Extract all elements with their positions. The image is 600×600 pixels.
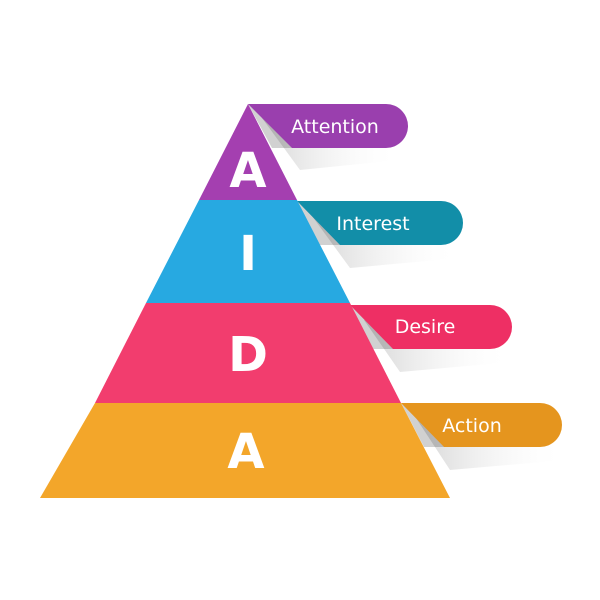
- attention-tab-fold: [248, 104, 292, 148]
- desire-segment: [95, 303, 401, 403]
- action-segment: [40, 403, 450, 498]
- attention-segment: [199, 104, 297, 200]
- interest-segment: [146, 200, 350, 303]
- action-label: Action: [442, 415, 502, 437]
- level-attention: A Attention: [199, 104, 408, 200]
- interest-tab: [297, 201, 463, 245]
- level-action: A Action: [40, 403, 566, 498]
- attention-letter: A: [229, 143, 266, 199]
- desire-tab: [350, 305, 512, 349]
- interest-tab-fold: [297, 201, 340, 245]
- level-interest: I Interest: [146, 200, 463, 303]
- attention-tab: [248, 104, 408, 148]
- desire-tab-fold: [350, 305, 393, 349]
- interest-label: Interest: [336, 213, 409, 235]
- action-letter: A: [227, 424, 264, 480]
- action-tab: [401, 403, 562, 447]
- interest-letter: I: [239, 226, 257, 282]
- level-desire: D Desire: [95, 303, 512, 403]
- desire-label: Desire: [395, 316, 456, 338]
- attention-label: Attention: [291, 116, 379, 138]
- desire-letter: D: [228, 327, 268, 383]
- action-tab-fold: [401, 403, 444, 447]
